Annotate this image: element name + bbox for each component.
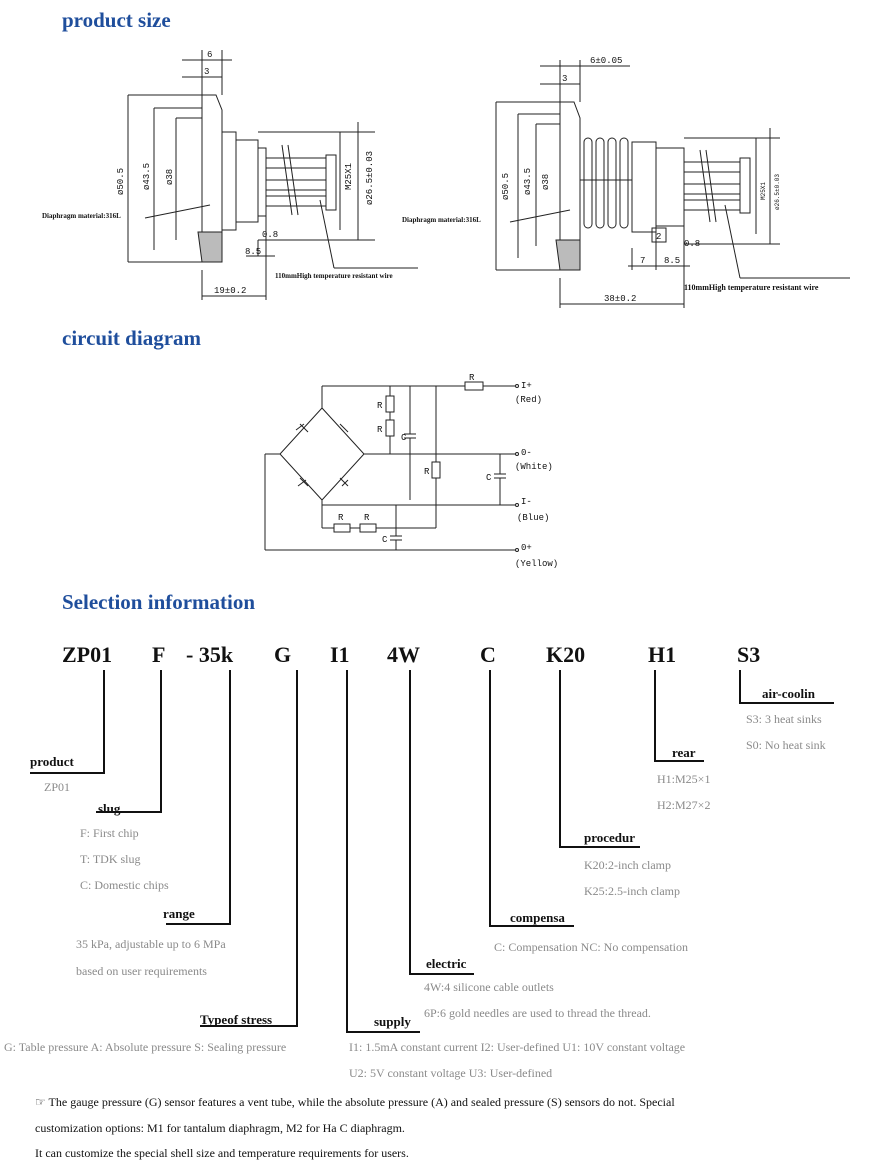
aircool-line-1: S3: 3 heat sinks [746,712,822,726]
code-range: - 35k [186,642,234,667]
right-dim-265: ø26.5±0.03 [774,174,781,210]
compensa-line-1: C: Compensation NC: No compensation [494,940,688,954]
code-supply: I1 [330,642,350,667]
right-dim-08: 0.8 [684,239,700,249]
right-dim-2: 2 [656,232,661,242]
product-size-title: product size [62,8,171,32]
left-dim-265: ø26.5±0.03 [365,151,375,205]
rear-line-1: H1:M25×1 [657,772,711,786]
code-slug: F [152,642,166,667]
left-sensor-drawing: 6 3 [42,50,418,300]
left-dim-m25: M25X1 [344,163,354,190]
left-dim-08: 0.8 [262,230,278,240]
svg-text:R: R [338,513,344,523]
selection-connectors [30,670,834,1033]
procedur-title: procedur [584,830,636,845]
electric-line-2: 6P:6 gold needles are used to thread the… [424,1006,651,1020]
procedur-line-2: K25:2.5-inch clamp [584,884,680,898]
slug-line-1: F: First chip [80,826,139,840]
range-title: range [163,906,195,921]
procedur-line-1: K20:2-inch clamp [584,858,671,872]
left-dim-505: ø50.5 [116,168,126,195]
svg-text:(Yellow): (Yellow) [515,559,558,569]
right-sensor-drawing: 6±0.05 3 [402,56,850,308]
compensa-title: compensa [510,910,565,925]
left-dim-3: 3 [204,67,209,77]
svg-text:I-: I- [521,497,532,507]
right-dim-bottom: 38±0.2 [604,294,636,304]
note-line-3: It can customize the special shell size … [35,1146,409,1160]
right-dim-m25: M25X1 [760,182,767,200]
slug-line-2: T: TDK slug [80,852,141,866]
left-dim-435: ø43.5 [142,163,152,190]
left-dim-85: 8.5 [245,247,261,257]
left-dim-38: ø38 [165,169,175,185]
supply-title: supply [374,1014,411,1029]
right-dim-85: 8.5 [664,256,680,266]
right-dim-435: ø43.5 [523,168,533,195]
aircool-line-2: S0: No heat sink [746,738,826,752]
svg-text:C: C [382,535,388,545]
code-stress: G [274,642,292,667]
left-wire-note: 110mmHigh temperature resistant wire [275,272,393,280]
code-aircool: S3 [737,642,761,667]
left-dim-bottom: 19±0.2 [214,286,246,296]
svg-text:(White): (White) [515,462,553,472]
right-wire-note: 110mmHigh temperature resistant wire [684,283,819,292]
svg-text:R: R [364,513,370,523]
rear-title: rear [672,745,696,760]
code-procedur: K20 [546,642,586,667]
circuit-schematic: R I+ (Red) R R C R 0- (Whi [264,373,558,569]
stress-title: Typeof stress [200,1012,273,1027]
svg-text:R: R [377,425,383,435]
electric-line-1: 4W:4 silicone cable outlets [424,980,554,994]
right-diaphragm-note: Diaphragm material:316L [402,216,481,224]
aircool-title: air-coolin [762,686,815,701]
svg-text:C: C [486,473,492,483]
selection-title: Selection information [62,590,256,614]
note-line-2: customization options: M1 for tantalum d… [35,1121,405,1135]
right-dim-505: ø50.5 [501,173,511,200]
technical-drawings: 6 3 [42,50,850,569]
svg-text:0+: 0+ [521,543,532,553]
svg-text:C: C [401,433,407,443]
circuit-diagram-title: circuit diagram [62,326,202,350]
note-line-1: ☞ The gauge pressure (G) sensor features… [35,1095,675,1109]
left-dim-6: 6 [207,50,212,60]
svg-text:R: R [377,401,383,411]
code-compensa: C [480,642,496,667]
slug-line-3: C: Domestic chips [80,878,169,892]
stress-line-1: G: Table pressure A: Absolute pressure S… [4,1040,287,1054]
electric-title: electric [426,956,467,971]
supply-line-2: U2: 5V constant voltage U3: User-defined [349,1066,553,1080]
right-dim-6: 6±0.05 [590,56,622,66]
slug-title: slug [98,801,121,816]
svg-text:(Red): (Red) [515,395,542,405]
svg-text:(Blue): (Blue) [517,513,549,523]
product-line-1: ZP01 [44,780,71,794]
supply-line-1: I1: 1.5mA constant current I2: User-defi… [349,1040,686,1054]
code-product: ZP01 [62,642,113,667]
svg-text:0-: 0- [521,448,532,458]
right-dim-7: 7 [640,256,645,266]
range-line-2: based on user requirements [76,964,207,978]
svg-text:R: R [469,373,475,383]
code-rear: H1 [648,642,677,667]
right-dim-38: ø38 [541,174,551,190]
rear-line-2: H2:M27×2 [657,798,711,812]
range-line-1: 35 kPa, adjustable up to 6 MPa [76,937,226,951]
right-dim-3: 3 [562,74,567,84]
code-electric: 4W [387,642,420,667]
svg-text:I+: I+ [521,381,532,391]
product-title: product [30,754,74,769]
svg-text:R: R [424,467,430,477]
resistor-top [464,381,484,391]
left-diaphragm-note: Diaphragm material:316L [42,212,121,220]
